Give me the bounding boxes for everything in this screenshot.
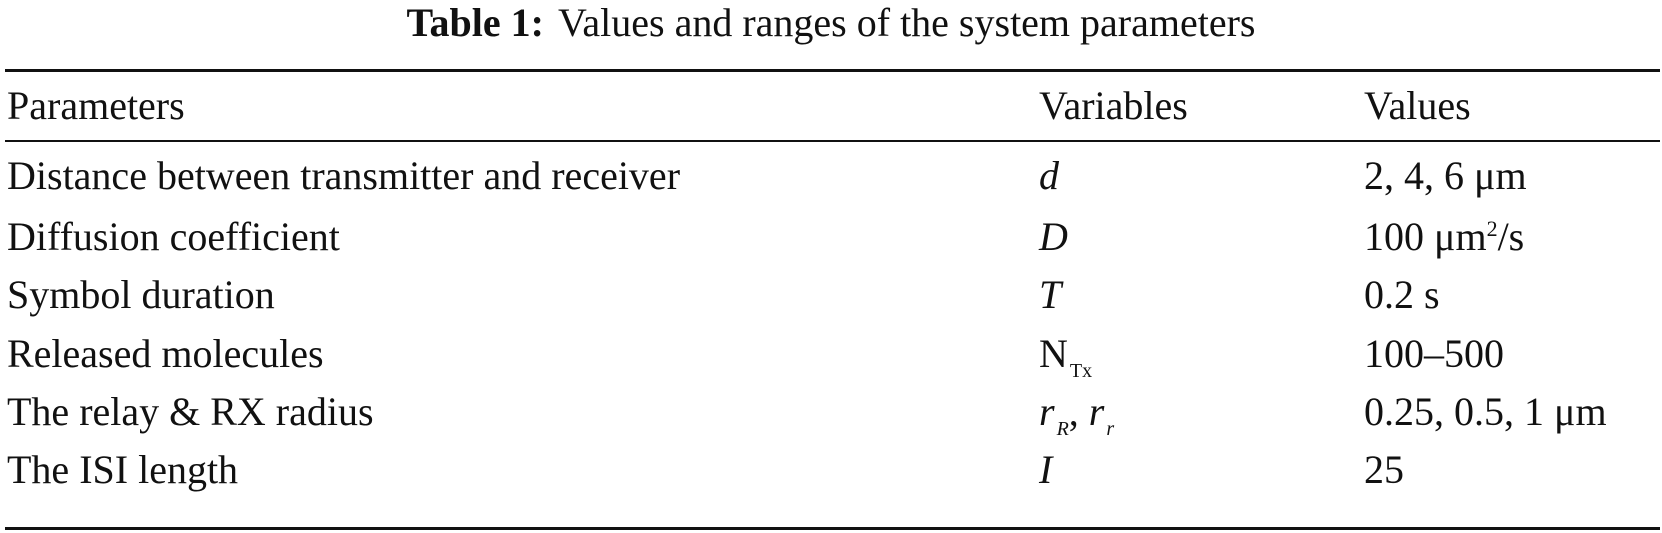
- row-diffusion-value-unit: /s: [1497, 214, 1525, 259]
- row-isi-value: 25: [1364, 447, 1404, 492]
- row-distance-parameter: Distance between transmitter and receive…: [7, 153, 681, 198]
- row-isi-parameter: The ISI length: [7, 447, 239, 492]
- row-distance-variable: d: [1039, 153, 1059, 198]
- row-symbol-value: 0.2 s: [1364, 272, 1440, 317]
- row-molecules-parameter: Released molecules: [7, 331, 324, 376]
- row-radius-variable-b: r: [1088, 389, 1105, 434]
- row-molecules-variable-subscript: Tx: [1069, 360, 1093, 382]
- header-parameters: Parameters: [7, 83, 185, 128]
- table-caption: Table 1: Values and ranges of the system …: [0, 0, 1662, 46]
- row-radius-variable-b-subscript: r: [1106, 418, 1115, 440]
- table-caption-text: Values and ranges of the system paramete…: [557, 0, 1256, 45]
- row-isi-variable: I: [1039, 447, 1053, 492]
- row-diffusion-value-exponent: 2: [1486, 216, 1498, 241]
- table-caption-label: Table 1:: [406, 0, 544, 45]
- row-symbol-parameter: Symbol duration: [7, 272, 275, 317]
- table-header-rule: [5, 140, 1660, 142]
- row-radius-variable-a-subscript: R: [1056, 418, 1069, 440]
- row-diffusion-value: 100 μm2/s: [1364, 213, 1524, 267]
- row-molecules-value: 100–500: [1364, 331, 1504, 376]
- table-top-rule: [5, 69, 1660, 72]
- row-distance-value: 2, 4, 6 μm: [1364, 153, 1527, 198]
- row-diffusion-variable: D: [1039, 214, 1068, 259]
- row-symbol-variable: T: [1039, 272, 1062, 317]
- header-variables: Variables: [1039, 83, 1188, 128]
- row-radius-parameter: The relay & RX radius: [7, 389, 374, 434]
- row-radius-value: 0.25, 0.5, 1 μm: [1364, 389, 1607, 434]
- row-molecules-variable-main: N: [1039, 331, 1068, 376]
- row-diffusion-parameter: Diffusion coefficient: [7, 214, 340, 259]
- row-diffusion-value-main: 100 μm: [1364, 214, 1487, 259]
- row-radius-variable-a: r: [1039, 389, 1055, 434]
- row-radius-variable-separator: ,: [1068, 389, 1089, 434]
- header-values: Values: [1364, 83, 1471, 128]
- table-bottom-rule: [5, 527, 1660, 530]
